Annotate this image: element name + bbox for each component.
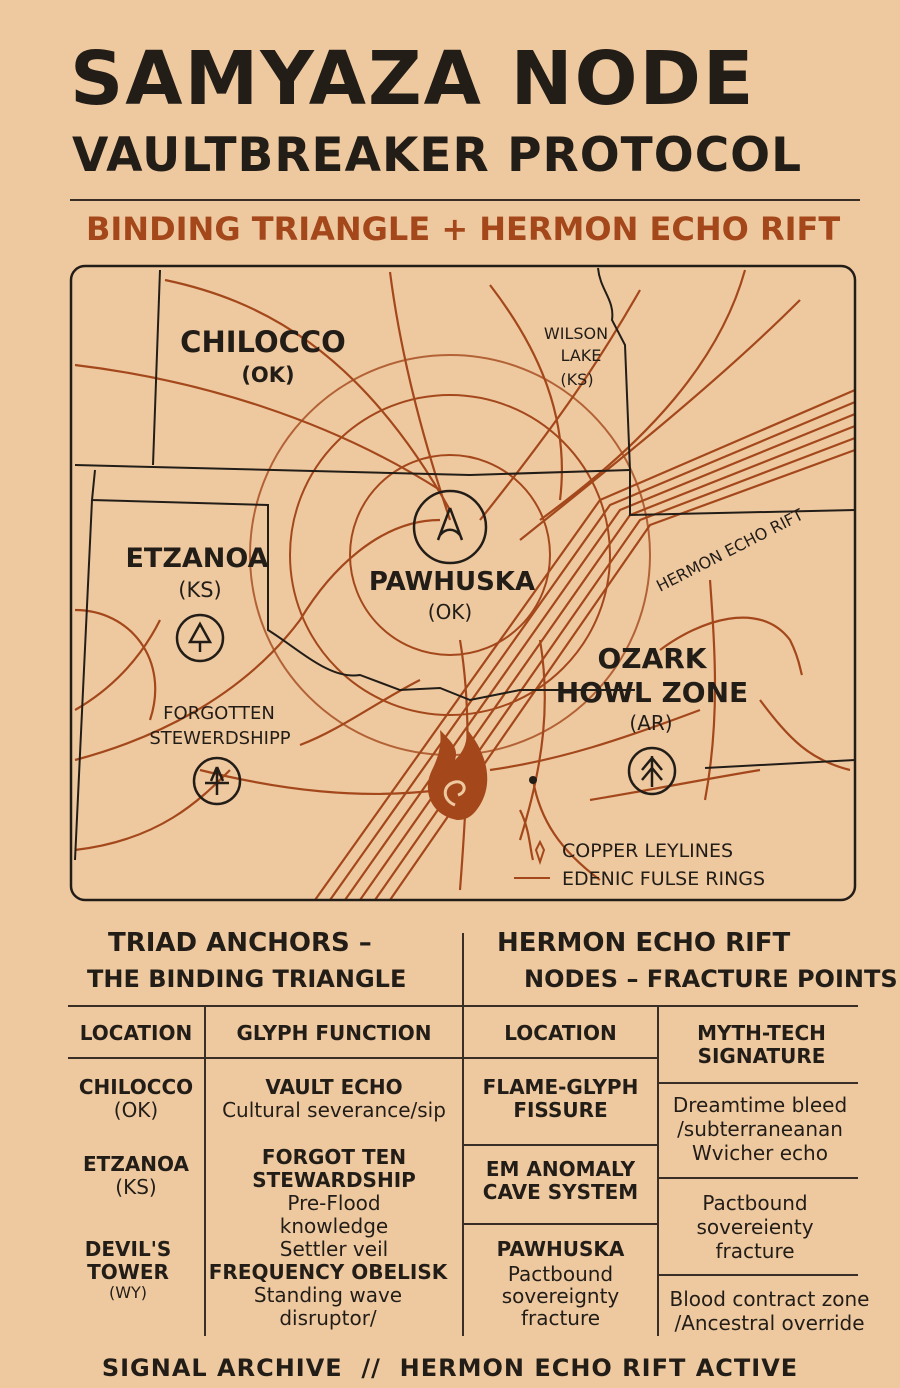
table-row: FREQUENCY OBELISK Standing wave disrupto… xyxy=(206,1261,450,1330)
legend-rings: EDENIC FULSE RINGS xyxy=(562,868,765,890)
rift-col-location: LOCATION xyxy=(504,1021,617,1045)
label-etzanoa-state: (KS) xyxy=(178,578,222,602)
label-rift: HERMON ECHO RIFT xyxy=(653,505,806,596)
label-etzanoa: ETZANOA xyxy=(125,543,268,574)
map: CHILOCCO (OK) ETZANOA (KS) PAWHUSKA (OK)… xyxy=(69,264,857,902)
glyph-description: Cultural severance/sip xyxy=(222,1098,446,1122)
label-wilson: WILSON xyxy=(544,324,608,343)
table-rule xyxy=(658,1082,858,1084)
footer-status: SIGNAL ARCHIVE // HERMON ECHO RIFT ACTIV… xyxy=(101,1354,799,1382)
table-rule xyxy=(463,1144,658,1146)
rift-location: FLAME-GLYPH FISSURE xyxy=(482,1075,639,1122)
label-pawhuska-state: (OK) xyxy=(428,600,472,624)
column-divider xyxy=(204,1007,206,1336)
glyph-description: Standing wave xyxy=(253,1283,403,1307)
rift-title: HERMON ECHO RIFT xyxy=(497,928,791,958)
ozark-tree-icon xyxy=(627,746,677,796)
column-divider xyxy=(657,1007,659,1336)
triad-col-location: LOCATION xyxy=(79,1021,193,1045)
page-subtitle: VAULTBREAKER PROTOCOL xyxy=(72,128,803,183)
location-state: (WY) xyxy=(108,1283,148,1302)
table-row: ETZANOA (KS) xyxy=(68,1153,204,1199)
rift-location-name: PAWHUSKA xyxy=(496,1237,625,1261)
section-divider xyxy=(462,933,464,1336)
rift-subtitle: NODES – FRACTURE POINTS xyxy=(524,965,898,993)
table-rule xyxy=(658,1274,858,1276)
forgotten-stewardship-glyph-icon xyxy=(192,756,242,806)
table-row: CHILOCCO (OK) xyxy=(68,1076,204,1122)
title-divider xyxy=(70,199,860,201)
table-rule xyxy=(68,1005,858,1007)
location-name: ETZANOA xyxy=(83,1152,189,1176)
label-wilson-state: (KS) xyxy=(560,370,593,389)
rift-signature: Dreamtime bleed /subterraneanan Wvicher … xyxy=(672,1093,848,1165)
triad-subtitle: THE BINDING TRIANGLE xyxy=(87,965,407,993)
glyph-function: VAULT ECHO xyxy=(265,1075,403,1099)
rift-location: PAWHUSKA Pactbound sovereignty fracture xyxy=(463,1237,658,1330)
pawhuska-glyph-icon xyxy=(412,489,488,565)
map-frame xyxy=(69,264,857,902)
map-legend: COPPER LEYLINES EDENIC FULSE RINGS xyxy=(514,839,765,890)
table-row: FORGOT TEN STEWARDSHIP Pre-Flood knowled… xyxy=(236,1146,432,1261)
tagline: BINDING TRIANGLE + HERMON ECHO RIFT xyxy=(86,210,841,248)
table-row: VAULT ECHO Cultural severance/sip xyxy=(206,1076,462,1122)
glyph-description: Settler veil xyxy=(279,1237,389,1261)
rift-signature: Blood contract zone /Ancestral override xyxy=(669,1287,870,1335)
page-title: SAMYAZA NODE xyxy=(70,36,756,122)
triad-title: TRIAD ANCHORS – xyxy=(108,928,372,958)
location-name: CHILOCCO xyxy=(78,1075,194,1099)
glyph-function: FORGOT TEN STEWARDSHIP xyxy=(252,1145,416,1192)
state-borders xyxy=(74,267,856,861)
triad-col-function: GLYPH FUNCTION xyxy=(236,1021,432,1045)
table-row: DEVIL'S TOWER (WY) xyxy=(78,1238,178,1302)
rift-signature: Pactbound sovereienty fracture xyxy=(696,1191,814,1263)
rift-location: EM ANOMALY CAVE SYSTEM xyxy=(482,1157,639,1204)
table-rule xyxy=(463,1223,658,1225)
label-lake: LAKE xyxy=(561,346,602,365)
label-howl-zone: HOWL ZONE xyxy=(556,676,748,709)
copper-leylines xyxy=(74,269,851,891)
glyph-description: Pre-Flood knowledge xyxy=(279,1191,389,1238)
table-rule xyxy=(68,1057,658,1059)
location-state: (OK) xyxy=(113,1098,159,1122)
glyph-function: FREQUENCY OBELISK xyxy=(208,1260,448,1284)
flame-glyph-icon xyxy=(427,728,488,820)
label-ozark-state: (AR) xyxy=(629,711,672,735)
edenic-pulse-rings xyxy=(249,354,651,756)
rift-col-signature: MYTH-TECH SIGNATURE xyxy=(697,1021,826,1068)
label-chilocco-state: (OK) xyxy=(241,363,294,387)
label-chilocco: CHILOCCO xyxy=(180,325,346,359)
label-stewardship: STEWERDSHIPP xyxy=(149,728,290,749)
table-rule xyxy=(658,1177,858,1179)
hermon-echo-rift-band xyxy=(314,388,856,901)
legend-copper: COPPER LEYLINES xyxy=(562,840,733,862)
node-dot xyxy=(529,776,537,784)
rift-location-description: Pactbound sovereignty fracture xyxy=(501,1262,620,1330)
location-name: DEVIL'S TOWER xyxy=(84,1237,172,1284)
label-pawhuska: PAWHUSKA xyxy=(369,567,535,597)
copper-leyline-legend-icon xyxy=(534,839,546,866)
label-forgotten: FORGOTTEN xyxy=(163,703,275,724)
label-ozark: OZARK xyxy=(597,642,707,675)
location-state: (KS) xyxy=(115,1175,157,1199)
etzanoa-glyph-icon xyxy=(175,613,225,663)
glyph-description: disruptor/ xyxy=(279,1306,377,1330)
